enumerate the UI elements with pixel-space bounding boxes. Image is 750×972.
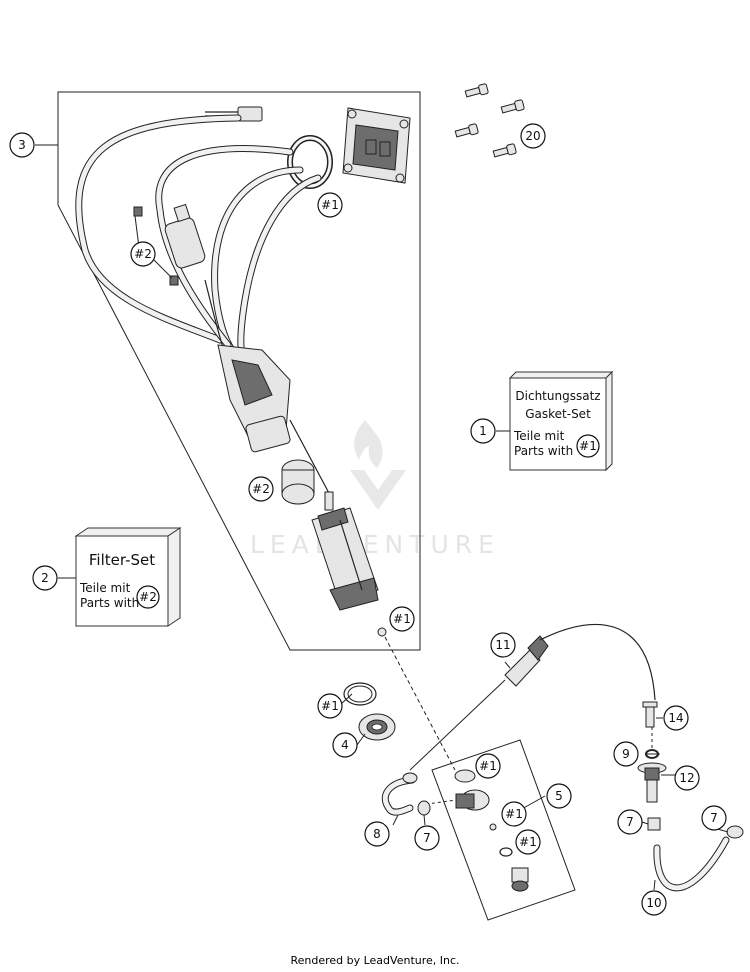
callout-hash1-block-top: #1: [475, 753, 501, 779]
svg-text:3: 3: [18, 138, 26, 152]
o-ring-4: [343, 682, 396, 741]
sensor-11: [409, 623, 656, 771]
gasket-set-marker: #1: [576, 434, 600, 458]
svg-text:5: 5: [555, 789, 563, 803]
svg-text:7: 7: [423, 831, 431, 845]
svg-text:#1: #1: [321, 699, 339, 713]
svg-text:10: 10: [646, 896, 661, 910]
callout-10: 10: [641, 890, 667, 916]
leader-4: [356, 733, 366, 746]
callout-12: 12: [674, 765, 700, 791]
gasket-set-box: Dichtungssatz Gasket-Set Teile mit Parts…: [508, 370, 614, 472]
svg-text:7: 7: [710, 811, 718, 825]
callout-8: 8: [364, 821, 390, 847]
fuel-lines: [75, 114, 322, 381]
svg-text:7: 7: [626, 815, 634, 829]
watermark-text: LEADVENTURE: [250, 530, 500, 559]
svg-text:20: 20: [525, 129, 540, 143]
callout-2: 2: [32, 565, 58, 591]
gasket-set-line2: Gasket-Set: [525, 407, 591, 421]
callout-hash1-oring: #1: [317, 693, 343, 719]
filter-set-title: Filter-Set: [89, 551, 155, 569]
callout-4: 4: [332, 732, 358, 758]
callout-7a: 7: [414, 825, 440, 851]
svg-text:9: 9: [622, 747, 630, 761]
callout-5: 5: [546, 783, 572, 809]
pump-body: [217, 344, 334, 511]
svg-text:8: 8: [373, 827, 381, 841]
leadventure-watermark: LEADVENTURE: [250, 420, 500, 559]
callout-14: 14: [663, 705, 689, 731]
leader-7a: [423, 814, 426, 826]
filter-sleeve: [281, 459, 315, 505]
svg-text:#1: #1: [321, 198, 339, 212]
callout-hash2-filter: #2: [130, 241, 156, 267]
fuel-filter: [133, 203, 206, 286]
screws-20: [454, 83, 525, 158]
hose-8: [381, 772, 418, 816]
svg-text:12: 12: [679, 771, 694, 785]
gasket-set-line1: Dichtungssatz: [515, 389, 600, 403]
svg-text:#1: #1: [519, 835, 537, 849]
svg-text:11: 11: [495, 638, 510, 652]
leader-7b: [641, 821, 649, 825]
svg-text:1: 1: [479, 424, 487, 438]
callout-9: 9: [613, 741, 639, 767]
filter-set-line1: Teile mit: [79, 581, 131, 595]
gasket-set-line4: Parts with: [514, 444, 573, 458]
filter-set-marker: #2: [136, 585, 160, 609]
svg-text:#2: #2: [252, 482, 270, 496]
callout-20: 20: [520, 123, 546, 149]
assembly-outline: [57, 91, 421, 651]
leader-10: [653, 879, 656, 891]
svg-text:14: 14: [668, 711, 683, 725]
svg-text:#2: #2: [139, 590, 157, 604]
hose-10: [653, 836, 730, 892]
clamp-7a: [417, 800, 431, 816]
fuel-block-5: [419, 739, 576, 921]
callout-1: 1: [470, 418, 496, 444]
svg-text:2: 2: [41, 571, 49, 585]
leader-8: [392, 814, 399, 826]
callout-7c: 7: [701, 805, 727, 831]
gasket-set-line3: Teile mit: [513, 429, 565, 443]
pump-module: [311, 507, 379, 611]
callout-hash1-block-mid: #1: [501, 801, 527, 827]
callout-hash1-block-low: #1: [515, 829, 541, 855]
leader-11: [504, 661, 511, 669]
clamp-7b: [647, 817, 661, 831]
svg-text:#1: #1: [393, 612, 411, 626]
footer-credit: Rendered by LeadVenture, Inc.: [290, 954, 460, 967]
callout-hash1-pump: #1: [389, 606, 415, 632]
svg-text:4: 4: [341, 738, 349, 752]
callout-11: 11: [490, 632, 516, 658]
filter-set-box: Filter-Set Teile mit Parts with #2: [74, 527, 182, 627]
callout-7b: 7: [617, 809, 643, 835]
leader-h2-filter-b: [151, 257, 173, 279]
pump-flange: [342, 107, 411, 184]
callout-3: 3: [9, 132, 35, 158]
filter-set-line2: Parts with: [80, 596, 139, 610]
dashed-leader-pump: [384, 636, 456, 771]
fitting-12: [637, 762, 667, 803]
pin-14: [642, 701, 658, 750]
svg-text:#2: #2: [134, 247, 152, 261]
callout-hash2-sleeve: #2: [248, 476, 274, 502]
clamp-7c: [726, 825, 744, 839]
svg-text:#1: #1: [479, 759, 497, 773]
svg-text:#1: #1: [505, 807, 523, 821]
callout-hash1-flange: #1: [317, 192, 343, 218]
svg-text:#1: #1: [579, 439, 597, 453]
